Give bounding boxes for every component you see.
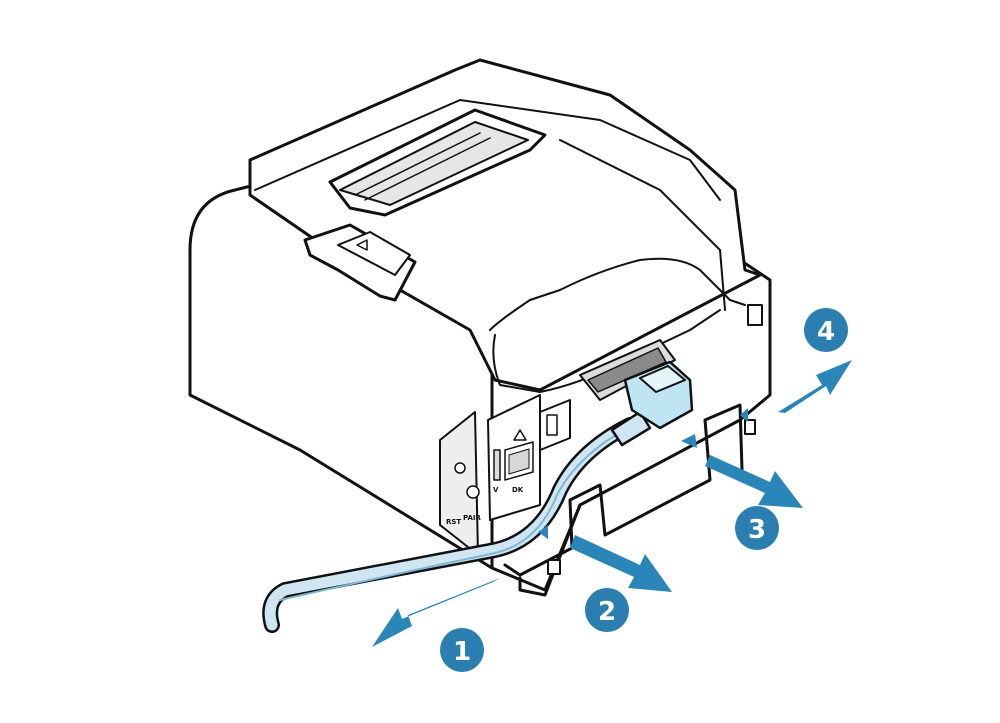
dk-label: DK	[512, 486, 524, 494]
printer-top-front-curve	[489, 257, 746, 331]
routing-arrows	[372, 360, 852, 647]
step-badge-2: 2	[585, 588, 629, 632]
arrow-3	[705, 455, 803, 508]
arrow-4	[778, 360, 852, 413]
guide-arrow-center	[681, 434, 697, 448]
cable-highlight	[279, 427, 629, 601]
step-number-2: 2	[598, 597, 616, 627]
printer-illustration	[188, 58, 772, 597]
cable-guide-hook-inner	[518, 503, 582, 597]
plug-top-face	[639, 365, 686, 393]
power-switch-icon	[546, 414, 558, 436]
pair-label: PAIR	[463, 514, 482, 522]
lan-port-inner	[508, 448, 530, 475]
voltage-label: V	[493, 486, 499, 494]
guide-slot-top	[747, 304, 763, 326]
arrow-1	[372, 578, 500, 647]
step-number-1: 1	[453, 637, 471, 667]
usb-port-icon	[493, 449, 501, 481]
printer-cover-seam-2	[559, 139, 726, 311]
reset-button-icon	[454, 462, 466, 474]
guide-arrow-left	[538, 525, 548, 539]
power-inlet-recess	[587, 347, 667, 393]
paper-outlet-lines	[354, 132, 491, 201]
guide-arrow-right	[740, 408, 748, 422]
guide-slot-right	[744, 419, 756, 435]
arrow-2	[570, 535, 672, 592]
step-badge-4: 4	[804, 308, 848, 352]
lever-triangle-icon	[356, 239, 368, 251]
cable-guide-hook	[503, 403, 744, 577]
printer-cover-seam	[254, 99, 721, 201]
step-badge-3: 3	[735, 506, 779, 550]
reset-label: RST	[446, 518, 461, 526]
cover-lever-face	[337, 231, 411, 276]
step-number-4: 4	[817, 317, 835, 347]
step-badge-1: 1	[440, 628, 484, 672]
power-cable	[262, 417, 638, 633]
warning-triangle-icon	[513, 429, 527, 441]
pair-button-icon	[466, 485, 480, 499]
power-plug	[610, 360, 694, 447]
step-number-3: 3	[748, 515, 766, 545]
guide-slot-left	[547, 559, 561, 575]
cover-open-lever	[303, 223, 417, 302]
plug-strain-relief	[610, 410, 652, 447]
